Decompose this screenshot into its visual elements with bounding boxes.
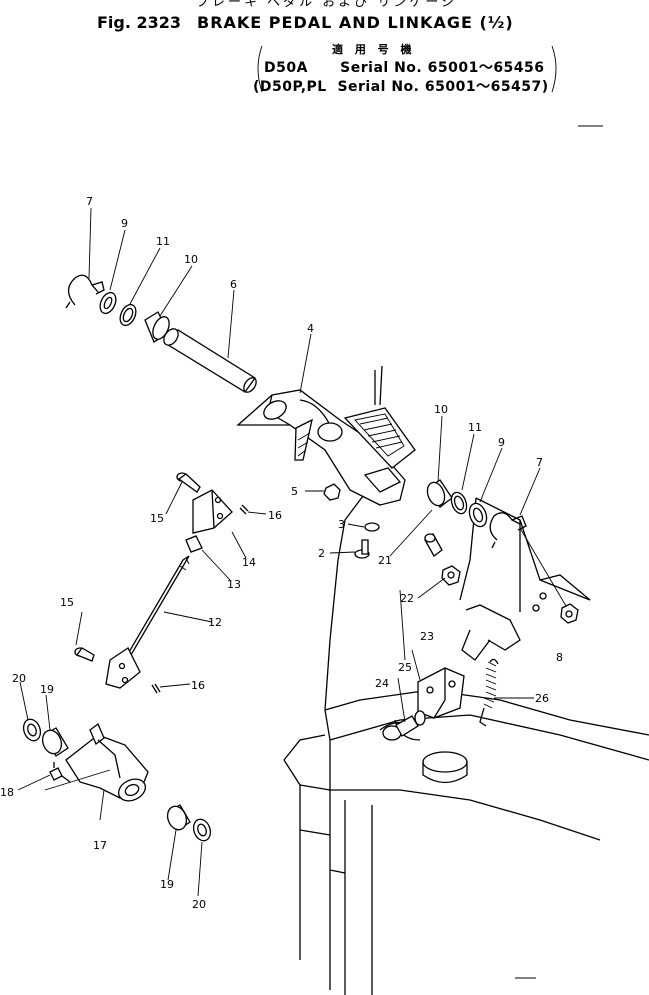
callout-23: 23 [420,630,434,643]
callout-10: 10 [184,253,198,266]
callout-5: 5 [291,485,298,498]
callout-17: 17 [93,839,107,852]
callout-15: 15 [60,596,74,609]
callout-11: 11 [468,421,482,434]
callout-2: 2 [318,547,325,560]
part-17-lever [65,722,149,802]
callout-26: 26 [535,692,549,705]
serial-line-1: D50A Serial No. 65001～65456 [264,60,545,76]
japanese-title: ブレーキ ペダル および リンケージ [196,0,458,10]
part-26-spring [479,658,499,727]
callout-24: 24 [375,677,389,690]
part-9-washer-right [468,502,488,528]
callout-10: 10 [434,403,448,416]
callout-8: 8 [556,651,563,664]
callout-9: 9 [121,217,128,230]
part-15-pin-upper [176,472,201,493]
callout-numbers: 7 9 11 10 6 4 10 11 9 7 5 15 16 3 14 2 2… [0,195,563,911]
callout-25: 25 [398,661,412,674]
part-24-bolt [382,715,419,741]
bracket-right [551,45,557,93]
callout-20: 20 [12,672,26,685]
leader-lines [17,207,567,897]
part-21-fitting [424,533,443,557]
part-19-bushing-right [166,804,191,831]
callout-21: 21 [378,554,392,567]
callout-7: 7 [536,456,543,469]
callout-18: 18 [0,786,14,799]
part-8-nut [560,603,579,624]
callout-16: 16 [268,509,282,522]
part-18-grease-fitting [49,762,71,783]
callout-6: 6 [230,278,237,291]
callout-19: 19 [160,878,174,891]
part-5-bolt [323,483,341,501]
callout-13: 13 [227,578,241,591]
applicable-models-label: 適 用 号 機 [332,43,416,56]
part-7-bolt-left [65,274,105,309]
part-14-clevis-upper [192,489,233,534]
serial-line-2: (D50P,PL Serial No. 65001～65457) [253,79,549,95]
part-6-shaft [163,328,257,393]
callout-20: 20 [192,898,206,911]
part-22-nut [441,565,461,586]
part-23-bracket [417,667,465,719]
part-16-cotter-lower [151,683,161,694]
part-20-seal-right [192,818,212,842]
callout-7: 7 [86,195,93,208]
part-9-washer-left [99,291,117,315]
callout-12: 12 [208,616,222,629]
callout-9: 9 [498,436,505,449]
callout-11: 11 [156,235,170,248]
callout-15: 15 [150,512,164,525]
part-13-nut [185,535,203,553]
part-10-bushing-left [144,311,170,343]
part-7-bolt-right [489,512,527,549]
part-19-bushing-left [41,727,69,757]
callout-14: 14 [242,556,256,569]
part-16-cotter-upper [239,504,249,515]
callout-22: 22 [400,592,414,605]
figure-number: Fig. 2323 [97,13,182,32]
part-11-seal-right [450,491,468,515]
callout-16: 16 [191,679,205,692]
part-14-clevis-lower [105,647,141,689]
part-2-bolt [354,539,370,559]
machine-frame [283,454,649,995]
callout-19: 19 [40,683,54,696]
part-3-washer [364,522,380,532]
part-20-seal-left [22,718,42,742]
callout-3: 3 [338,518,345,531]
part-11-seal-left [119,303,137,327]
part-15-pin-lower [74,647,95,662]
part-4-brake-pedal [236,365,416,506]
callout-4: 4 [307,322,314,335]
part-25-washer [414,710,426,726]
part-10-bushing-right [426,479,453,508]
diagram-title: BRAKE PEDAL AND LINKAGE (½) [197,13,514,32]
bracket-left [257,45,263,93]
part-12-link-rod [121,555,190,665]
